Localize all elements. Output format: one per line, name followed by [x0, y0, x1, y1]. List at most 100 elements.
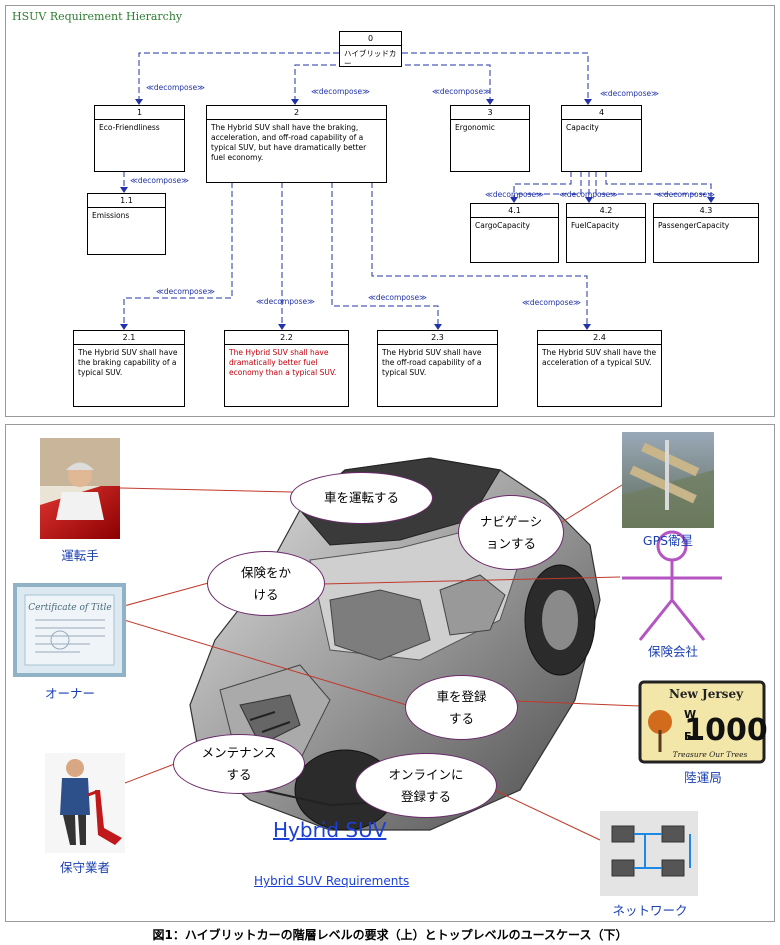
requirement-text: ハイブリッドカー — [344, 49, 397, 68]
usecase-label-line: 車を運転する — [323, 490, 399, 505]
gps-satellite-photo — [622, 432, 714, 528]
license-plate-image: New Jersey W E 1000 Treasure Our Trees — [638, 680, 768, 764]
decompose-label: ≪decompose≫ — [146, 83, 205, 92]
decompose-label: ≪decompose≫ — [656, 190, 715, 199]
usecase-label-line: する — [226, 767, 252, 782]
requirement-id: 2.4 — [538, 331, 661, 345]
decompose-label: ≪decompose≫ — [600, 89, 659, 98]
maintainer-photo — [45, 753, 125, 853]
requirement-text: Capacity — [566, 123, 599, 132]
decompose-label: ≪decompose≫ — [311, 87, 370, 96]
requirement-text: The Hybrid SUV shall have the braking, a… — [211, 123, 367, 162]
requirement-2-1[interactable]: 2.1 The Hybrid SUV shall have the brakin… — [73, 330, 185, 407]
usecase-label-line: 登録する — [400, 788, 451, 804]
requirement-text: The Hybrid SUV shall have the off-road c… — [382, 348, 482, 377]
decompose-label: ≪decompose≫ — [368, 293, 427, 302]
requirement-id: 4.1 — [471, 204, 558, 218]
requirement-text: The Hybrid SUV shall have the braking ca… — [78, 348, 178, 377]
requirement-text: CargoCapacity — [475, 221, 530, 230]
requirement-text: The Hybrid SUV shall have dramatically b… — [229, 348, 337, 377]
assoc-owner-insure — [123, 581, 213, 607]
usecase-drive-car[interactable]: 車を運転する — [290, 472, 433, 524]
usecase-label-line: メンテナンス — [201, 745, 277, 760]
requirement-id: 2 — [207, 106, 386, 120]
actor-label-maintainer: 保守業者 — [59, 860, 110, 875]
decompose-label: ≪decompose≫ — [432, 87, 491, 96]
requirement-id: 2.1 — [74, 331, 184, 345]
requirement-id: 1.1 — [88, 194, 165, 208]
network-icon — [600, 811, 698, 896]
actor-label-network: ネットワーク — [612, 903, 688, 918]
hybrid-suv-requirements-link[interactable]: Hybrid SUV Requirements — [254, 874, 410, 888]
usecase-label-line: ける — [253, 586, 279, 602]
hybrid-suv-title-link[interactable]: Hybrid SUV — [273, 818, 387, 842]
connector-4-41 — [513, 171, 572, 201]
usecase-insure[interactable]: 保険をかける — [207, 551, 325, 616]
usecase-navigate[interactable]: ナビゲーションする — [458, 495, 564, 570]
driver-photo — [40, 438, 120, 539]
plate-state-text: New Jersey — [669, 687, 744, 701]
requirement-2-3[interactable]: 2.3 The Hybrid SUV shall have the off-ro… — [377, 330, 498, 407]
requirement-id: 2.2 — [225, 331, 348, 345]
requirement-text: Eco-Friendliness — [99, 123, 160, 132]
requirement-4[interactable]: 4 Capacity — [561, 105, 642, 172]
assoc-owner-register — [123, 619, 411, 707]
requirement-3[interactable]: 3 Ergonomic — [450, 105, 530, 172]
requirement-2-2[interactable]: 2.2 The Hybrid SUV shall have dramatical… — [224, 330, 349, 407]
requirement-text: PassengerCapacity — [658, 221, 730, 230]
requirement-4-3[interactable]: 4.3 PassengerCapacity — [653, 203, 759, 263]
actor-label-gps: GPS衛星 — [642, 533, 694, 548]
requirement-id: 1 — [95, 106, 184, 120]
decompose-label: ≪decompose≫ — [256, 297, 315, 306]
usecase-label-line: する — [448, 710, 474, 726]
connector-4-43b — [595, 171, 711, 195]
connector-4-41b — [514, 171, 582, 195]
connector-2-24 — [371, 182, 588, 328]
decompose-label: ≪decompose≫ — [156, 287, 215, 296]
figure-caption: 図1：ハイブリットカーの階層レベルの要求（上）とトップレベルのユースケース（下） — [152, 928, 628, 942]
connector-0-4 — [402, 52, 589, 103]
association-lines — [119, 484, 641, 841]
plate-letter-w: W — [684, 708, 696, 721]
requirement-4-1[interactable]: 4.1 CargoCapacity — [470, 203, 559, 263]
requirement-text: Emissions — [92, 211, 130, 220]
connector-0-3 — [378, 64, 491, 103]
requirement-text: Ergonomic — [455, 123, 495, 132]
requirement-text: The Hybrid SUV shall have the accelerati… — [542, 348, 657, 367]
usecase-maintain[interactable]: メンテナンスする — [173, 734, 305, 794]
requirement-2[interactable]: 2 The Hybrid SUV shall have the braking,… — [206, 105, 387, 183]
requirement-1[interactable]: 1 Eco-Friendliness — [94, 105, 185, 172]
requirement-1-1[interactable]: 1.1 Emissions — [87, 193, 166, 255]
requirement-id: 4 — [562, 106, 641, 120]
assoc-dmv-register — [515, 700, 641, 707]
decompose-connectors — [120, 52, 715, 330]
hierarchy-title: HSUV Requirement Hierarchy — [12, 10, 183, 23]
usecase-label-line: オンラインに — [388, 766, 464, 782]
requirement-id: 4.3 — [654, 204, 758, 218]
usecase-register-online[interactable]: オンラインに登録する — [355, 753, 497, 818]
assoc-gps-navigate — [561, 484, 623, 523]
connector-2-21 — [123, 182, 233, 328]
requirement-2-4[interactable]: 2.4 The Hybrid SUV shall have the accele… — [537, 330, 662, 407]
assoc-network-online — [493, 789, 601, 841]
plate-motto-text: Treasure Our Trees — [673, 750, 748, 759]
decompose-label: ≪decompose≫ — [559, 190, 618, 199]
requirement-id: 3 — [451, 106, 529, 120]
plate-letter-e: E — [684, 730, 692, 743]
requirement-0[interactable]: 0 ハイブリッドカー — [339, 31, 402, 68]
usecase-label-line: 車を登録 — [436, 688, 487, 704]
certificate-title-text: Certificate of Title — [28, 603, 112, 613]
actor-label-dmv: 陸運局 — [684, 770, 722, 785]
usecase-label-line: ナビゲーシ — [479, 513, 543, 529]
usecase-label-line: ョンする — [485, 535, 536, 551]
requirement-text: FuelCapacity — [571, 221, 620, 230]
decompose-label: ≪decompose≫ — [130, 176, 189, 185]
requirement-id: 0 — [340, 32, 401, 46]
requirement-id: 4.2 — [567, 204, 645, 218]
connector-4-43 — [605, 171, 712, 201]
plate-number-text: 1000 — [684, 713, 768, 748]
requirement-4-2[interactable]: 4.2 FuelCapacity — [566, 203, 646, 263]
connector-0-1 — [138, 52, 339, 103]
usecase-label-line: 保険をか — [240, 564, 291, 580]
usecase-register-car[interactable]: 車を登録する — [405, 675, 518, 740]
